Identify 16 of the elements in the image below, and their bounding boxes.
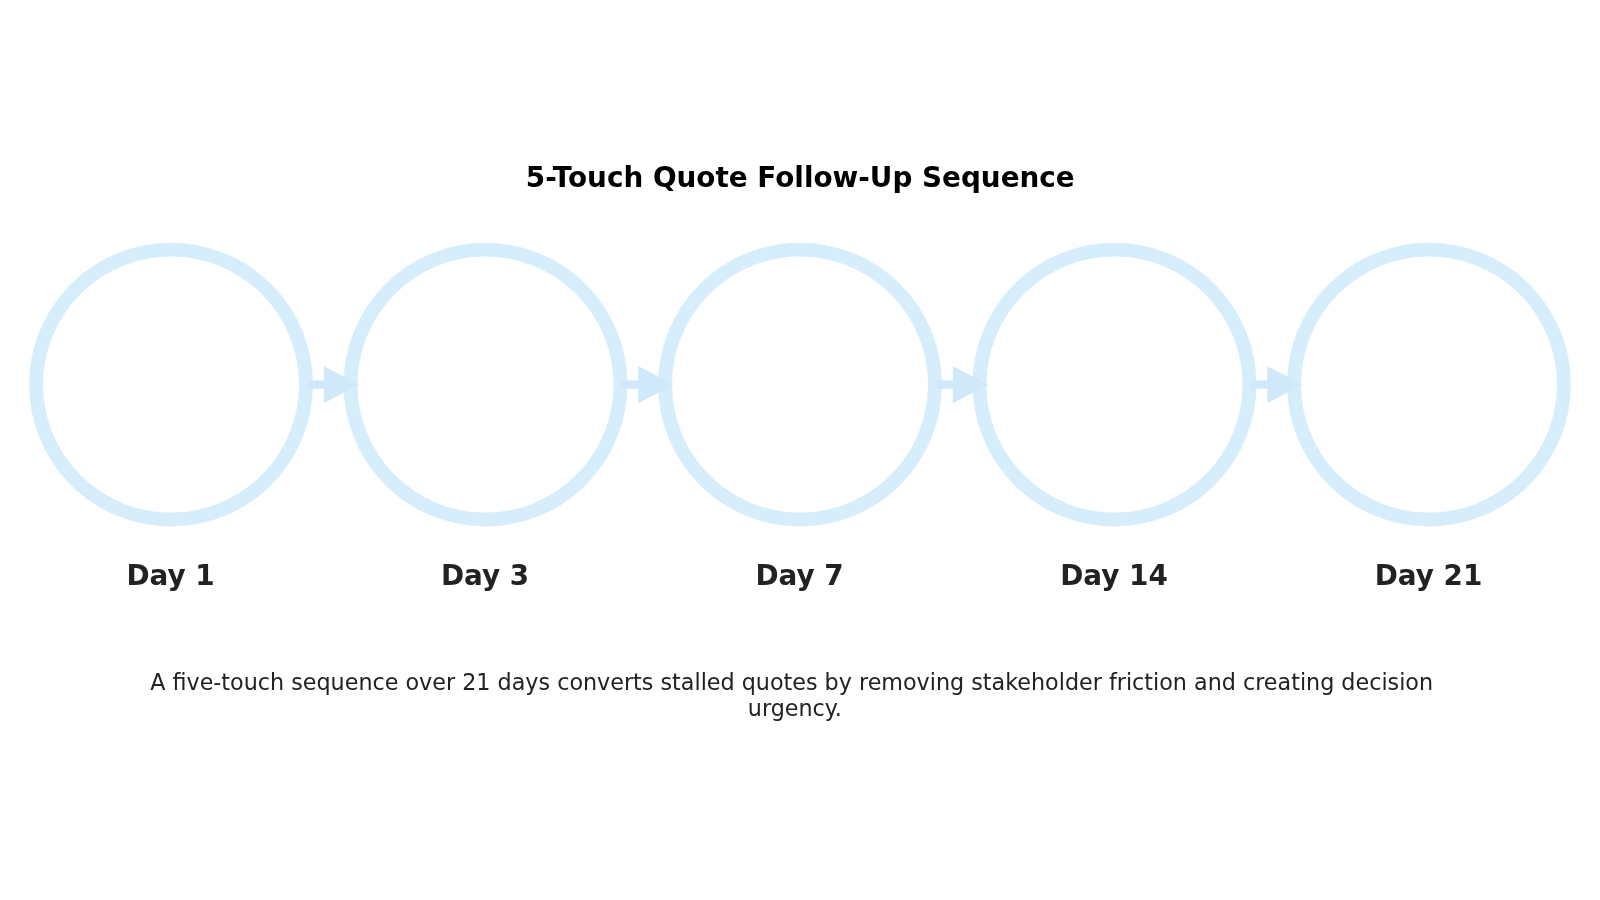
node-label: Day 7 [755,558,844,592]
diagram-title: 5-Touch Quote Follow-Up Sequence [525,161,1075,194]
node-circle [658,242,942,527]
node-circle [972,242,1257,527]
arrow [1249,366,1303,404]
node-label: Day 21 [1374,558,1483,592]
node-circle [1287,242,1571,527]
node-label: Day 1 [126,558,215,592]
arrow [935,366,989,404]
node-circle [29,242,313,527]
node-label: Day 14 [1060,558,1168,592]
node-label: Day 3 [440,558,530,592]
arrow [620,366,674,404]
arrow [306,366,360,404]
node-circle [343,242,628,527]
caption: A five-touch sequence over 21 days converts stalled quotes by removing stakeholder friction and creating decision urgency. [150,669,1434,721]
